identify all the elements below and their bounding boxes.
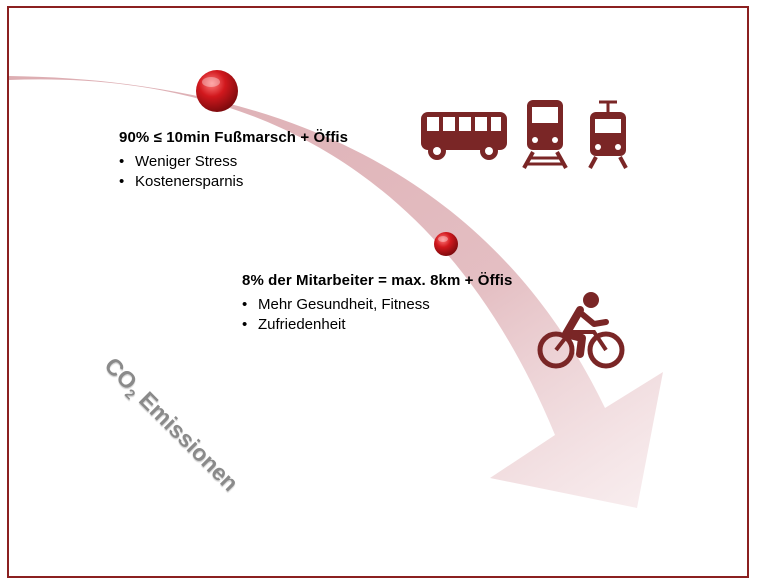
bicycle-icon xyxy=(537,292,625,369)
bullet-item: Weniger Stress xyxy=(119,152,348,172)
milestone-2-heading: 8% der Mitarbeiter = max. 8km + Öffis xyxy=(242,272,513,289)
bullet-item: Kostenersparnis xyxy=(119,172,348,192)
milestone-1-bullets: Weniger Stress Kostenersparnis xyxy=(119,152,348,192)
milestone-dot-1 xyxy=(196,70,238,112)
bus-icon xyxy=(421,112,507,160)
bullet-item: Zufriedenheit xyxy=(242,315,512,335)
milestone-1-heading: 90% ≤ 10min Fußmarsch + Öffis xyxy=(119,129,349,146)
milestone-2-text: 8% der Mitarbeiter = max. 8km + Öffis Me… xyxy=(242,272,512,335)
milestone-dot-2 xyxy=(434,232,458,256)
co2-trend-arrow xyxy=(9,76,663,508)
tram-icon xyxy=(588,100,628,169)
bullet-item: Mehr Gesundheit, Fitness xyxy=(242,295,512,315)
milestone-1-text: 90% ≤ 10min Fußmarsch + Öffis Weniger St… xyxy=(119,129,348,192)
train-icon xyxy=(522,100,568,169)
milestone-2-bullets: Mehr Gesundheit, Fitness Zufriedenheit xyxy=(242,295,512,335)
